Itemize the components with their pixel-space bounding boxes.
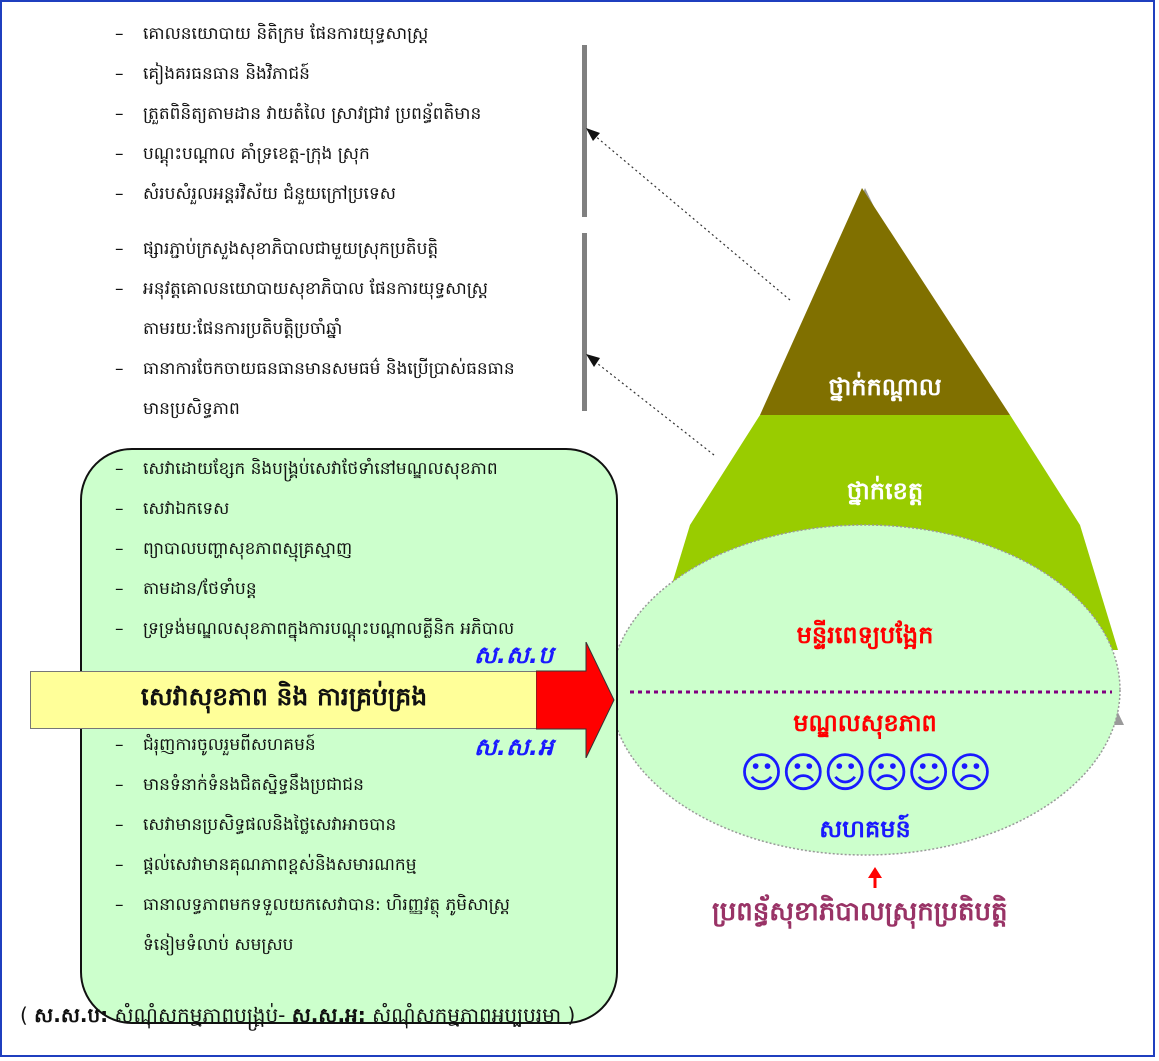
footnote: ( ស.ស.ប: សំណុំសកម្មភាពបង្គ្រប់- ស.ស.អ: ស… <box>20 1002 575 1032</box>
list-bullet: – <box>115 184 124 204</box>
list-item: ជំរុញការចូលរួមពីសហគមន៍ <box>143 735 316 755</box>
list-bullet: – <box>115 855 124 875</box>
list-bullet: – <box>115 64 124 84</box>
abbr-cpa-label: ស.ស.ប <box>474 641 554 669</box>
footnote-def-mpa: សំណុំសកម្មភាពអប្បបរមា ) <box>365 1003 576 1027</box>
list-bullet: – <box>115 775 124 795</box>
banner-label: សេវាសុខភាព និង ការគ្រប់គ្រង <box>140 682 428 711</box>
arrowhead-central <box>586 128 600 141</box>
list-bullet: – <box>115 499 124 519</box>
list-item: ត្រួតពិនិត្យតាមដាន វាយតំលៃ ស្រាវជ្រាវ ប្… <box>143 104 482 124</box>
list-item: ព្យាបាលបញ្ហាសុខភាពស្មុគ្រស្មាញ <box>143 539 353 559</box>
list-item: ធានាលទ្ធភាពមកទទួលយកសេវាបាន: ហិរញ្ញវត្ថុ … <box>143 895 510 915</box>
health-center-label: មណ្ឌលសុខភាព <box>793 709 937 737</box>
list-item: ធានាការចែកចាយធនធានមានសមធម៌ និងប្រើប្រាស់… <box>143 359 515 379</box>
central-bracket-bar <box>582 45 587 217</box>
list-bullet: – <box>115 459 124 479</box>
connector-provincial <box>592 359 715 456</box>
banner-arrow <box>536 642 615 758</box>
list-item: មានប្រសិទ្ធភាព <box>143 399 240 419</box>
list-bullet: – <box>115 735 124 755</box>
list-bullet: – <box>115 279 124 299</box>
list-bullet: – <box>115 539 124 559</box>
list-bullet: – <box>115 359 124 379</box>
footnote-def-cpa: សំណុំសកម្មភាពបង្គ្រប់- <box>108 1003 292 1027</box>
provincial-tier-label: ថ្នាក់ខេត្ត <box>846 477 924 505</box>
list-item: សេវាឯកទេស <box>143 499 230 519</box>
community-faces-icons: ☺☹☺☹☺☹ <box>739 748 993 797</box>
footnote-abbr-cpa: ស.ស.ប: <box>34 1003 109 1027</box>
district-services-box <box>80 448 618 1024</box>
list-item: ទំនៀមទំលាប់ សមស្រប <box>143 935 294 955</box>
list-bullet: – <box>115 239 124 259</box>
footnote-open: ( <box>20 1003 35 1027</box>
list-item: ផ្សារភ្ជាប់ក្រសួងសុខាភិបាលជាមួយស្រុកប្រត… <box>143 239 439 259</box>
list-bullet: – <box>115 815 124 835</box>
list-item: សេវាដោយខ្សែក និងបង្គ្រប់សេវាថែទាំនៅមណ្ឌល… <box>143 459 498 479</box>
connector-central <box>593 134 791 301</box>
list-item: មានទំនាក់ទំនងជិតស្និទ្ធនឹងប្រជាជន <box>143 775 364 795</box>
list-bullet: – <box>115 144 124 164</box>
pyramid-top-tier <box>760 188 1010 415</box>
list-item: ផ្ដល់សេវាមានគុណភាពខ្ពស់និងសមារណកម្ម <box>143 855 417 875</box>
pyramid-middle-tier <box>690 415 1080 525</box>
list-item: តាមរយ:ផែនការប្រតិបត្តិប្រចាំឆ្នាំ <box>143 319 343 339</box>
footnote-abbr-mpa: ស.ស.អ: <box>291 1003 366 1027</box>
community-oval <box>609 524 1121 856</box>
list-item: តាមដាន/ថែទាំបន្ត <box>143 579 257 599</box>
list-item: បណ្ដុះបណ្ដាល គាំទ្រខេត្ត-ក្រុង ស្រុក <box>143 144 370 164</box>
list-bullet: – <box>115 619 124 639</box>
list-item: អនុវត្តគោលនយោបាយសុខាភិបាល ផែនការយុទ្ធសាស… <box>143 279 488 299</box>
operational-district-label: ប្រពន្ធ័សុខាភិបាលស្រុកប្រតិបត្តិ <box>712 897 1008 927</box>
list-bullet: – <box>115 579 124 599</box>
list-item: គោលនយោបាយ និតិក្រម ផែនការយុទ្ធសាស្ត្រ <box>143 24 429 44</box>
health-services-banner: សេវាសុខភាព និង ការគ្រប់គ្រង <box>30 671 538 729</box>
list-item: ទ្រទ្រង់មណ្ឌលសុខភាពក្នុងការបណ្ដុះបណ្ដាលគ… <box>143 619 515 639</box>
list-item: សំរបសំរួលអន្ដរវិស័យ ជំនួយក្រៅប្រទេស <box>143 184 396 204</box>
community-label: សហគមន៍ <box>819 815 911 843</box>
banner-arrow-shape <box>536 642 615 758</box>
community-up-arrow-head <box>868 867 882 878</box>
list-bullet: – <box>115 104 124 124</box>
referral-hospital-label: មន្ទីរពេទ្យបង្អែក <box>796 621 934 649</box>
arrowhead-provincial <box>586 354 600 367</box>
provincial-bracket-bar <box>582 233 587 411</box>
list-bullet: – <box>115 24 124 44</box>
list-bullet: – <box>115 895 124 915</box>
central-tier-label: ថ្នាក់កណ្ដាល <box>828 373 942 401</box>
abbr-mpa-label: ស.ស.អ <box>474 733 554 761</box>
list-item: គៀងគរធនធាន និងវិភាជន៍ <box>143 64 310 84</box>
list-item: សេវាមានប្រសិទ្ធផលនិងថ្លៃសេវាអាចបាន <box>143 815 397 835</box>
